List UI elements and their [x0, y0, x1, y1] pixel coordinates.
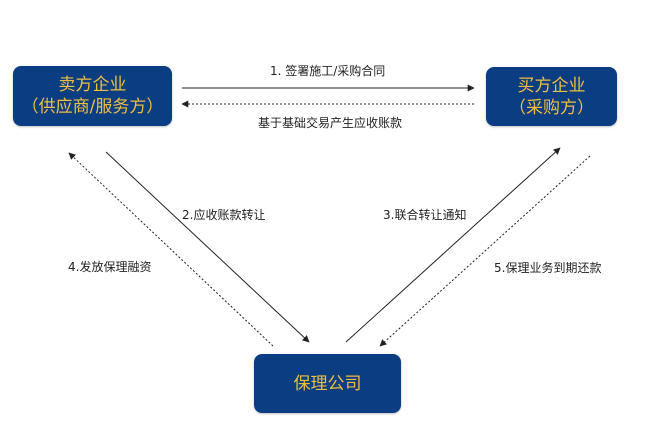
seller-node: 卖方企业 （供应商/服务方） [13, 66, 172, 126]
buyer-subtitle: （采购方） [509, 97, 594, 118]
arrow-notice [345, 147, 561, 343]
arrow-financing [68, 152, 274, 347]
factor-title: 保理公司 [293, 373, 362, 394]
seller-title: 卖方企业 [58, 75, 127, 95]
label-notice: 3.联合转让通知 [383, 208, 467, 222]
label-receivable: 基于基础交易产生应收账款 [258, 116, 403, 130]
buyer-title: 买方企业 [517, 75, 586, 96]
factor-node: 保理公司 [254, 354, 401, 413]
label-repayment: 5.保理业务到期还款 [494, 261, 602, 275]
arrow-repayment [379, 155, 591, 347]
label-financing: 4.发放保理融资 [68, 260, 152, 274]
label-contract: 1. 签署施工/采购合同 [270, 64, 386, 78]
arrow-transfer [105, 151, 310, 343]
seller-subtitle: （供应商/服务方） [21, 97, 164, 117]
label-transfer: 2.应收账款转让 [182, 208, 266, 222]
buyer-node: 买方企业 （采购方） [486, 67, 617, 126]
